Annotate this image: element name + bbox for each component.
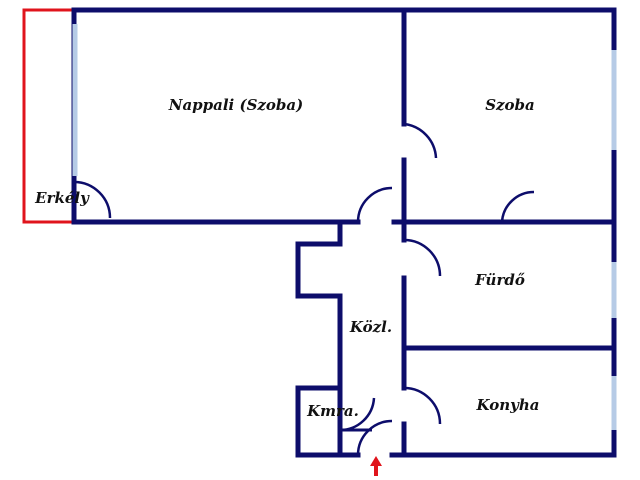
room-label-szoba: Szoba: [485, 96, 535, 114]
door-entrance: [356, 419, 393, 456]
doors: [73, 122, 535, 456]
outer-walls: [71, 7, 617, 458]
balcony: [22, 8, 74, 224]
door-konyha: [403, 386, 442, 425]
windows: [72, 24, 617, 430]
room-label-kamra: Kmra.: [306, 402, 359, 420]
room-label-furdo: Fürdő: [474, 271, 525, 289]
room-label-erkely: Erkély: [34, 189, 90, 207]
door-szoba-corridor: [500, 190, 535, 223]
room-labels: Nappali (Szoba) Szoba Erkély Fürdő Közl.…: [34, 96, 539, 420]
door-balcony: [73, 180, 112, 219]
interior-walls: [338, 7, 617, 458]
door-nappali: [356, 186, 393, 223]
entrance-arrow-icon: [370, 456, 382, 476]
room-label-nappali: Nappali (Szoba): [168, 96, 304, 114]
room-label-konyha: Konyha: [476, 396, 540, 414]
door-szoba: [403, 122, 438, 159]
room-label-kozl: Közl.: [349, 318, 392, 336]
door-kamra: [339, 397, 376, 432]
door-furdo: [403, 238, 442, 277]
